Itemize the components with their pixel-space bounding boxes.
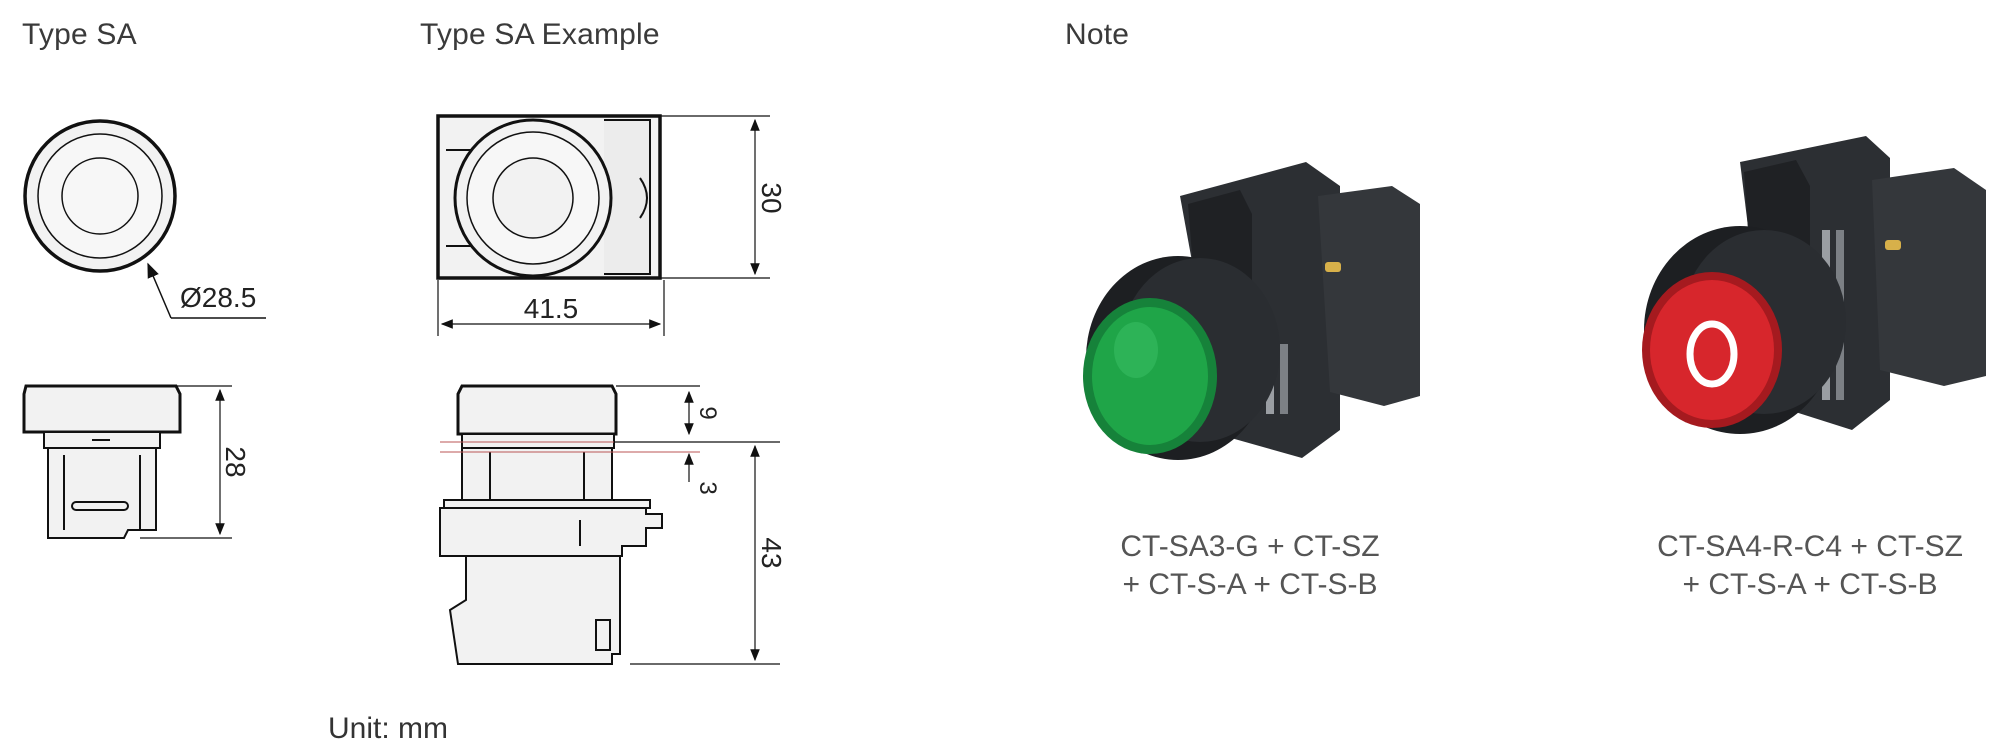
caption-line: CT-SA3-G + CT-SZ (1120, 530, 1380, 563)
heading-type-sa-example: Type SA Example (420, 18, 660, 51)
dim-30 (660, 115, 770, 279)
dim-43-label: 43 (756, 537, 787, 568)
example-top-view (436, 114, 662, 280)
dim-30-label: 30 (756, 182, 787, 213)
dim-3-label: 3 (694, 481, 721, 494)
diameter-label: Ø28.5 (180, 282, 256, 313)
diameter-leader (147, 262, 266, 319)
dim-9-label: 9 (694, 406, 721, 419)
heading-type-sa: Type SA (22, 18, 137, 51)
dim-28-label: 28 (220, 446, 251, 477)
example-side-view (439, 384, 663, 665)
dim-28 (140, 385, 232, 539)
dim-43 (614, 441, 780, 665)
heading-note: Note (1065, 18, 1130, 51)
type-sa-top-view (23, 119, 177, 273)
dim-41-5-label: 41.5 (524, 293, 579, 324)
caption-line: + CT-S-A + CT-S-B (1682, 568, 1938, 601)
dim-41-5 (437, 280, 665, 336)
unit-label: Unit: mm (328, 712, 448, 745)
caption-line: CT-SA4-R-C4 + CT-SZ (1657, 530, 1963, 563)
dim-9 (616, 385, 700, 436)
product-photo-red (1642, 136, 1986, 434)
product-caption-2: CT-SA4-R-C4 + CT-SZ + CT-S-A + CT-S-B (1600, 528, 2013, 604)
product-photo-green (1083, 162, 1420, 460)
type-sa-side-view (22, 384, 182, 539)
product-caption-1: CT-SA3-G + CT-SZ + CT-S-A + CT-S-B (1040, 528, 1460, 604)
caption-line: + CT-S-A + CT-S-B (1122, 568, 1378, 601)
